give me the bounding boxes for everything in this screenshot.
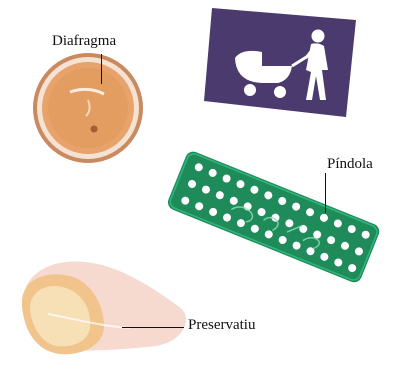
condom-leader-line: [122, 327, 184, 328]
diaphragm-label: Diafragma: [52, 33, 116, 50]
pill-leader-line: [325, 173, 326, 213]
diaphragm-leader-line: [101, 54, 102, 84]
pill-label: Píndola: [327, 156, 373, 173]
condom-label: Preservatiu: [188, 317, 255, 334]
condom-image: [22, 261, 186, 354]
diaphragm-image: [35, 55, 141, 161]
woman-with-pram-icon: [204, 8, 356, 117]
